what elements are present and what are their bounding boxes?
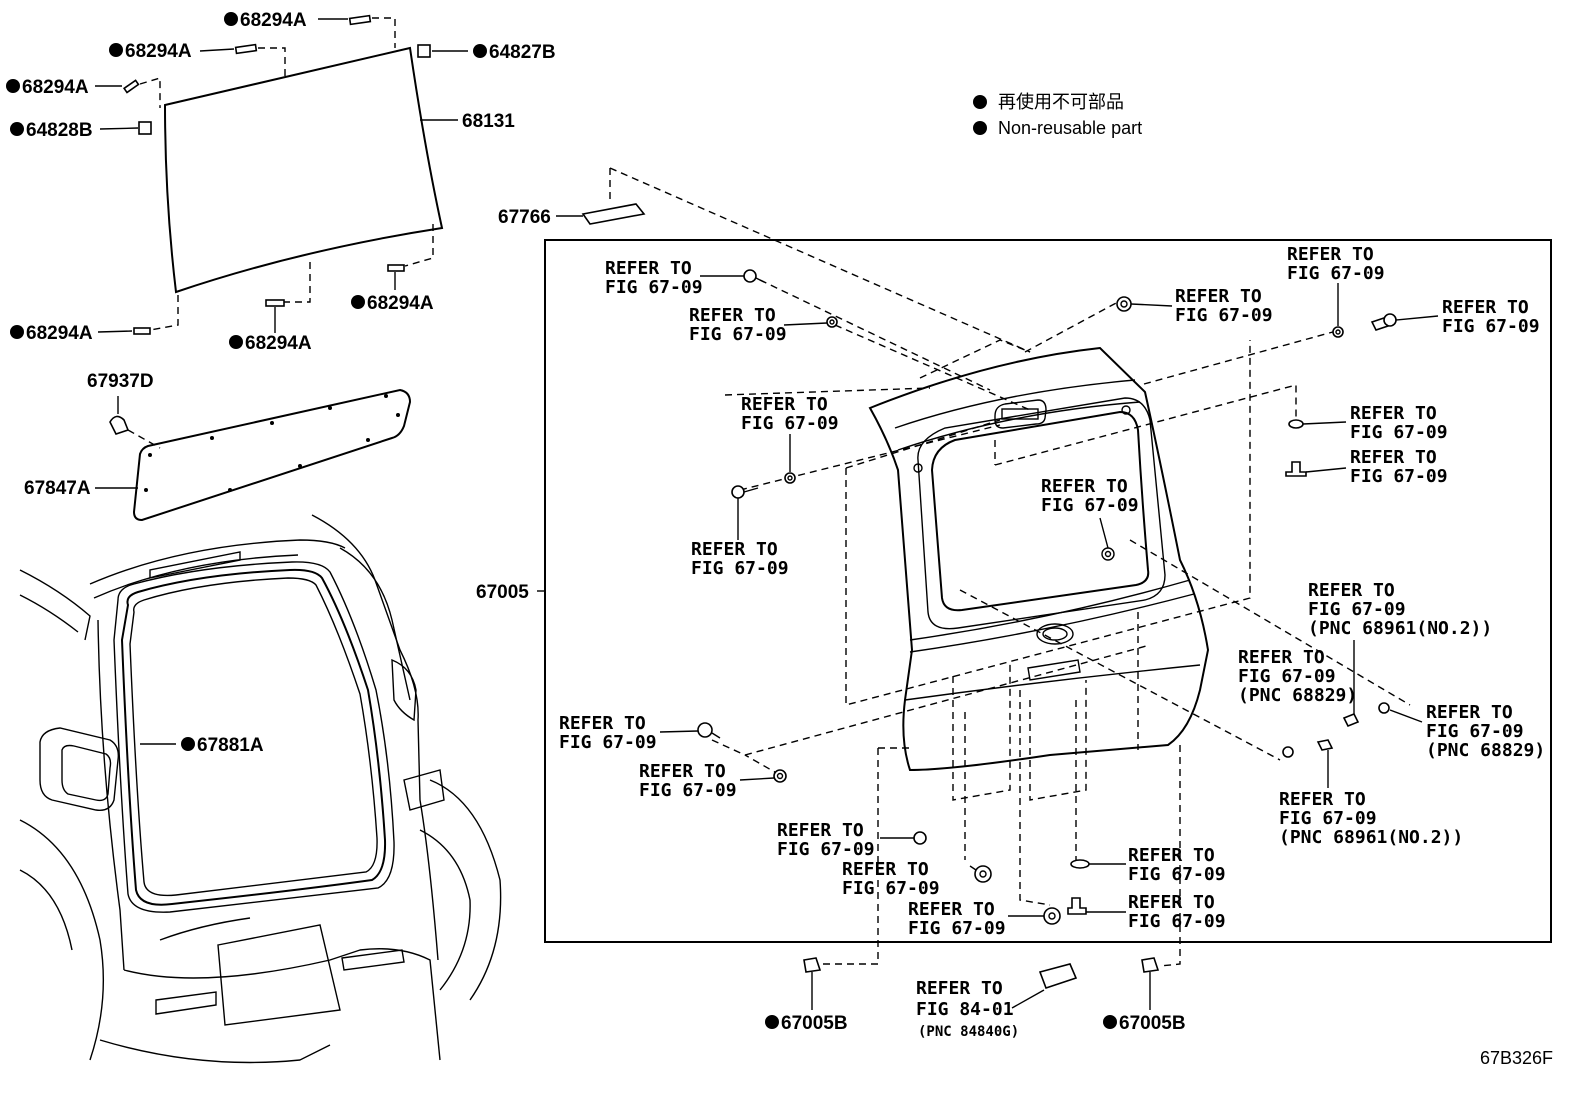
refer-16-l1: REFER TO	[1279, 789, 1366, 810]
rear-glass	[163, 46, 444, 294]
refer-12-l1: REFER TO	[1238, 647, 1325, 668]
refer-3-l2: FIG 67-09	[1175, 305, 1273, 326]
part-label-64827b: 64827B	[489, 42, 556, 63]
refer-7-l1: REFER TO	[1350, 403, 1437, 424]
legend-jp: 再使用不可部品	[998, 92, 1124, 112]
part-label-67005b-left: 67005B	[781, 1013, 848, 1034]
glass-part-labels: 68294A 68294A 68294A 64828B 64827B 68131…	[6, 10, 1186, 1034]
back-door-panel	[868, 346, 1210, 772]
refer-2-l2: FIG 67-09	[689, 324, 787, 345]
refer-22-l1: REFER TO	[916, 978, 1003, 999]
refer-15-l1: REFER TO	[639, 761, 726, 782]
glass-leaders	[95, 18, 468, 333]
part-label-68294a-4: 68294A	[367, 293, 434, 314]
refer-10-l2: FIG 67-09	[691, 558, 789, 579]
refer-21-l1: REFER TO	[1128, 892, 1215, 913]
refer-8-l1: REFER TO	[1350, 447, 1437, 468]
refer-1-l1: REFER TO	[605, 258, 692, 279]
refer-11-l1: REFER TO	[1308, 580, 1395, 601]
refer-13-l1: REFER TO	[1426, 702, 1513, 723]
part-label-67005: 67005	[476, 582, 529, 603]
refer-6-l1: REFER TO	[741, 394, 828, 415]
refer-4-l2: FIG 67-09	[1287, 263, 1385, 284]
part-label-67766: 67766	[498, 207, 551, 228]
dashed-guides	[711, 279, 1411, 967]
part-label-67847a: 67847A	[24, 478, 91, 499]
part-label-68131: 68131	[462, 111, 515, 132]
refer-22-l3: (PNC 84840G)	[918, 1024, 1019, 1040]
refer-12-l3: (PNC 68829)	[1238, 685, 1357, 706]
refer-labels: REFER TO FIG 67-09 REFER TO FIG 67-09 RE…	[559, 244, 1545, 1040]
refer-20-l2: FIG 67-09	[908, 918, 1006, 939]
refer-13-l3: (PNC 68829)	[1426, 740, 1545, 761]
refer-5-l1: REFER TO	[1442, 297, 1529, 318]
trim-panel	[95, 388, 412, 522]
refer-11-l2: FIG 67-09	[1308, 599, 1406, 620]
part-label-67881a: 67881A	[197, 735, 264, 756]
refer-18-l1: REFER TO	[842, 859, 929, 880]
part-label-67005b-right: 67005B	[1119, 1013, 1186, 1034]
part-label-68294a-1: 68294A	[240, 10, 307, 31]
refer-17-l2: FIG 67-09	[777, 839, 875, 860]
refer-15-l2: FIG 67-09	[639, 780, 737, 801]
refer-14-l1: REFER TO	[559, 713, 646, 734]
legend-bullet-en	[973, 121, 987, 135]
refer-11-l3: (PNC 68961(NO.2))	[1308, 618, 1492, 639]
refer-21-l2: FIG 67-09	[1128, 911, 1226, 932]
legend: 再使用不可部品 Non-reusable part	[973, 92, 1142, 138]
part-label-68294a-2: 68294A	[125, 41, 192, 62]
refer-1-l2: FIG 67-09	[605, 277, 703, 298]
refer-20-l1: REFER TO	[908, 899, 995, 920]
legend-en: Non-reusable part	[998, 118, 1142, 138]
refer-2-l1: REFER TO	[689, 305, 776, 326]
bracket-67766	[556, 167, 1031, 353]
refer-19-l2: FIG 67-09	[1128, 864, 1226, 885]
refer-14-l2: FIG 67-09	[559, 732, 657, 753]
refer-7-l2: FIG 67-09	[1350, 422, 1448, 443]
diagram-code: 67B326F	[1480, 1048, 1553, 1068]
refer-9-l1: REFER TO	[1041, 476, 1128, 497]
refer-10-l1: REFER TO	[691, 539, 778, 560]
refer-17-l1: REFER TO	[777, 820, 864, 841]
part-label-68294a-5: 68294A	[245, 333, 312, 354]
part-label-67937d: 67937D	[87, 371, 154, 392]
refer-19-l1: REFER TO	[1128, 845, 1215, 866]
part-label-68294a-3: 68294A	[22, 77, 89, 98]
refer-4-l1: REFER TO	[1287, 244, 1374, 265]
refer-16-l2: FIG 67-09	[1279, 808, 1377, 829]
part-label-68294a-6: 68294A	[26, 323, 93, 344]
refer-12-l2: FIG 67-09	[1238, 666, 1336, 687]
refer-16-l3: (PNC 68961(NO.2))	[1279, 827, 1463, 848]
refer-18-l2: FIG 67-09	[842, 878, 940, 899]
vehicle-body	[19, 514, 502, 1064]
refer-3-l1: REFER TO	[1175, 286, 1262, 307]
refer-9-l2: FIG 67-09	[1041, 495, 1139, 516]
refer-13-l2: FIG 67-09	[1426, 721, 1524, 742]
fasteners	[659, 269, 1439, 1010]
legend-bullet-jp	[973, 95, 987, 109]
refer-22-l2: FIG 84-01	[916, 999, 1014, 1020]
part-label-64828b: 64828B	[26, 120, 93, 141]
glass-spacers	[123, 14, 434, 335]
refer-6-l2: FIG 67-09	[741, 413, 839, 434]
refer-5-l2: FIG 67-09	[1442, 316, 1540, 337]
refer-8-l2: FIG 67-09	[1350, 466, 1448, 487]
